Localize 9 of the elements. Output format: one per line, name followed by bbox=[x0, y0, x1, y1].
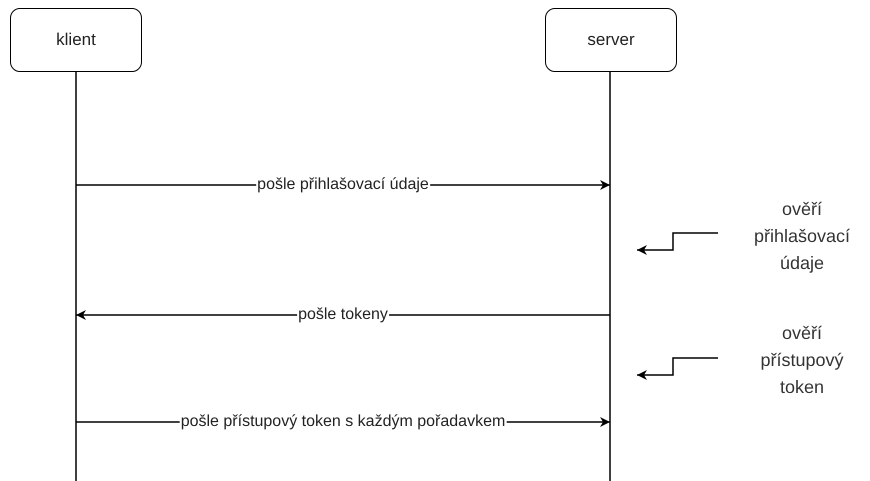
participant-box: klient bbox=[10, 8, 142, 72]
edge-label: pošle tokeny bbox=[297, 306, 389, 324]
note-text: ověří přihlašovací údaje bbox=[718, 196, 862, 277]
participant-box: server bbox=[545, 8, 677, 72]
arrow bbox=[637, 357, 718, 380]
edge-label: pošle přihlašovací údaje bbox=[256, 176, 430, 194]
edge-label: pošle přístupový token s každým pořadavkem bbox=[180, 413, 506, 431]
note-text: ověří přístupový token bbox=[718, 320, 862, 401]
arrow bbox=[637, 232, 718, 255]
